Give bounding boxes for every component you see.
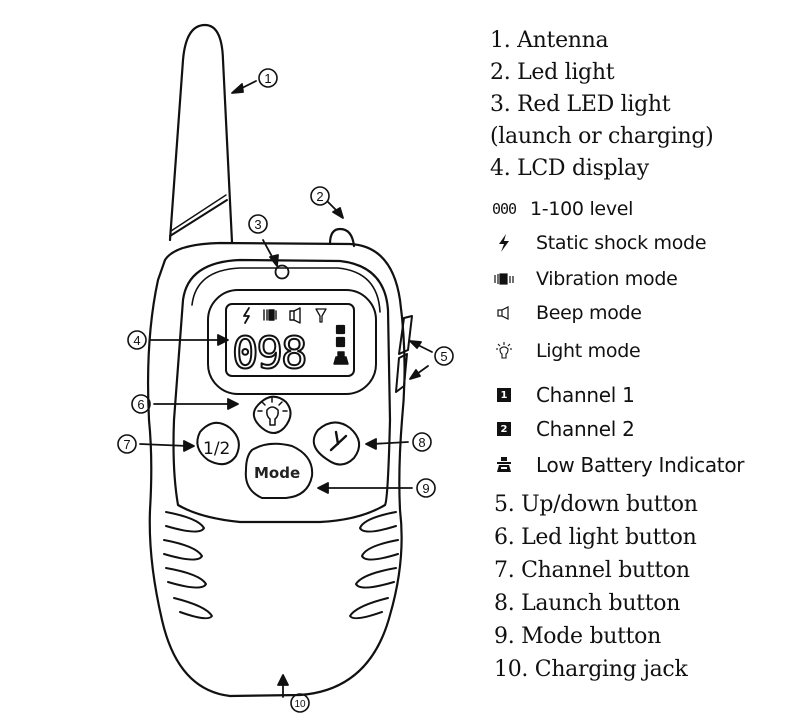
callout-3: 3 [248, 214, 268, 234]
down-button[interactable] [395, 353, 408, 393]
legend-item-led-light: 2. Led light [490, 60, 615, 85]
callout-7-label: 7 [123, 437, 130, 452]
legend-icon-level: 000 1-100 level [488, 196, 633, 222]
legend-icon-vibration: Vibration mode [488, 266, 678, 292]
legend-item-led-light-button: 6. Led light button [494, 525, 697, 550]
legend-icon-beep: Beep mode [488, 300, 642, 326]
callout-5-label: 5 [440, 349, 447, 364]
callout-2-label: 2 [316, 189, 323, 204]
lcd-light-icon [315, 308, 327, 323]
launch-button[interactable] [312, 421, 361, 466]
device-body [146, 241, 406, 698]
legend-icon-low-battery-label: Low Battery Indicator [536, 453, 745, 477]
legend-item-charging-jack: 10. Charging jack [494, 657, 688, 682]
lcd-shock-icon [243, 307, 250, 324]
callout-1-label: 1 [264, 71, 271, 86]
legend-icon-level-label: 1-100 level [530, 198, 634, 220]
lcd-low-battery-icon [333, 351, 349, 365]
antenna [168, 23, 234, 244]
channel-1-icon: 1 [488, 384, 520, 406]
segment-digits-icon: 000 [488, 198, 520, 220]
callout-9: 9 [416, 478, 436, 498]
legend-icon-channel-2-label: Channel 2 [536, 417, 635, 441]
callout-7: 7 [117, 434, 137, 454]
lcd-beep-icon [289, 307, 301, 324]
lcd-channel-2-indicator [335, 336, 346, 348]
legend-item-lcd-display: 4. LCD display [490, 156, 649, 181]
right-grip-ridges [349, 511, 399, 620]
speaker-icon [488, 302, 520, 324]
legend-item-red-led: 3. Red LED light [490, 92, 671, 117]
callout-4-label: 4 [133, 333, 140, 348]
legend-icon-light-label: Light mode [536, 340, 641, 362]
legend-item-up-down-button: 5. Up/down button [494, 492, 698, 517]
low-battery-icon [488, 454, 520, 476]
remote-transmitter-diagram: 098 1/2 Mode [117, 23, 454, 713]
lcd-channel-1-indicator [335, 324, 346, 335]
channel-button[interactable] [196, 421, 240, 466]
channel-1-badge: 1 [497, 388, 511, 402]
vibration-icon [488, 268, 520, 290]
led-light-button[interactable] [252, 395, 292, 434]
legend-icon-shock: Static shock mode [488, 230, 707, 256]
legend-item-mode-button: 9. Mode button [494, 624, 661, 649]
lightning-bolt-icon [488, 232, 520, 254]
legend-item-launch-button: 8. Launch button [494, 591, 681, 616]
callout-3-label: 3 [254, 217, 261, 232]
channel-2-icon: 2 [488, 418, 520, 440]
callout-arrows [139, 80, 433, 698]
legend-icon-channel-2: 2 Channel 2 [488, 416, 635, 442]
lcd-bezel [207, 289, 377, 395]
callout-10-label: 10 [294, 699, 306, 710]
legend-icon-beep-label: Beep mode [536, 302, 642, 324]
callout-10: 10 [290, 693, 310, 713]
callout-6-label: 6 [137, 397, 144, 412]
callout-6: 6 [131, 394, 151, 414]
callout-8: 8 [412, 432, 432, 452]
led-light [328, 227, 356, 248]
legend-icon-channel-1: 1 Channel 1 [488, 382, 635, 408]
callout-2: 2 [310, 186, 330, 206]
legend-icon-channel-1-label: Channel 1 [536, 383, 635, 407]
legend-icon-shock-label: Static shock mode [536, 232, 707, 254]
launch-icon [329, 430, 348, 452]
light-bulb-icon [488, 340, 520, 362]
lcd-vibration-icon [263, 309, 277, 321]
legend-icon-light: Light mode [488, 338, 641, 364]
legend-item-antenna: 1. Antenna [490, 28, 609, 53]
legend-item-channel-button: 7. Channel button [494, 558, 690, 583]
legend-icon-vibration-label: Vibration mode [536, 268, 678, 290]
mode-button[interactable] [244, 442, 314, 499]
callout-5: 5 [434, 346, 454, 366]
callout-9-label: 9 [422, 481, 429, 496]
channel-button-label: 1/2 [203, 439, 230, 459]
up-button[interactable] [398, 315, 413, 355]
red-led [274, 264, 290, 280]
callout-4: 4 [127, 330, 147, 350]
channel-2-badge: 2 [497, 422, 511, 436]
legend-icon-low-battery: Low Battery Indicator [488, 452, 745, 478]
lcd-digits: 098 [232, 328, 305, 379]
segment-digits-glyph: 000 [491, 200, 517, 218]
callout-1: 1 [258, 68, 278, 88]
left-grip-ridges [163, 511, 213, 620]
legend-item-red-led-note: (launch or charging) [490, 124, 714, 149]
callout-8-label: 8 [418, 435, 425, 450]
light-bulb-icon [257, 397, 288, 426]
mode-button-label: Mode [254, 464, 300, 482]
